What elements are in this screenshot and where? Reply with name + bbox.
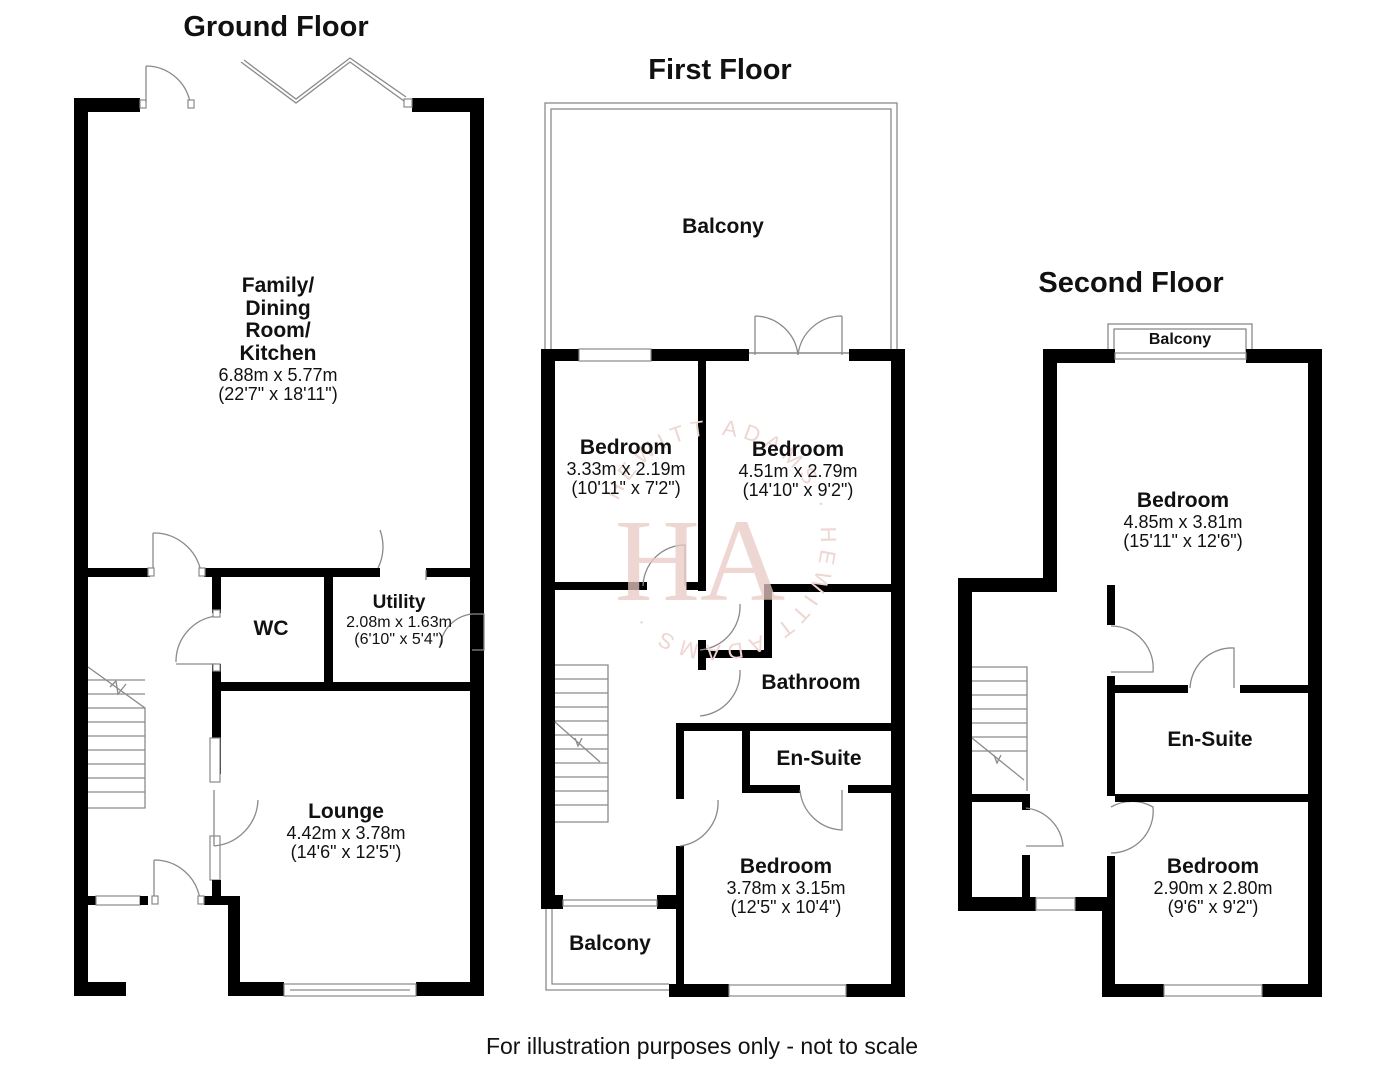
first-floor-plan [541, 102, 905, 997]
room-first-balcony-rear: Balcony [682, 215, 764, 238]
room-first-bedroom-b: Bedroom 4.51m x 2.79m (14'10" x 9'2") [738, 438, 858, 501]
room-first-balcony-front: Balcony [569, 932, 651, 955]
second-floor-plan [958, 323, 1322, 997]
room-wc: WC [253, 617, 289, 640]
room-second-ensuite: En-Suite [1167, 728, 1253, 751]
room-second-bedroom-a: Bedroom 4.85m x 3.81m (15'11" x 12'6") [1123, 489, 1243, 552]
ground-floor-title: Ground Floor [183, 11, 369, 43]
room-first-bathroom: Bathroom [761, 671, 861, 694]
room-second-bedroom-b: Bedroom 2.90m x 2.80m (9'6" x 9'2") [1153, 855, 1273, 918]
room-second-balcony: Balcony [1148, 331, 1212, 348]
first-floor-title: First Floor [648, 54, 792, 86]
room-first-bedroom-c: Bedroom 3.78m x 3.15m (12'5" x 10'4") [726, 855, 846, 918]
room-family-dining-kitchen: Family/ Dining Room/ Kitchen 6.88m x 5.7… [218, 274, 338, 405]
room-utility: Utility 2.08m x 1.63m (6'10" x 5'4") [346, 592, 452, 648]
room-lounge: Lounge 4.42m x 3.78m (14'6" x 12'5") [286, 800, 406, 863]
ground-floor-plan [74, 57, 485, 997]
room-first-ensuite: En-Suite [776, 747, 862, 770]
room-first-bedroom-a: Bedroom 3.33m x 2.19m (10'11" x 7'2") [566, 436, 686, 499]
second-floor-title: Second Floor [1038, 267, 1224, 299]
disclaimer-text: For illustration purposes only - not to … [485, 1033, 919, 1059]
